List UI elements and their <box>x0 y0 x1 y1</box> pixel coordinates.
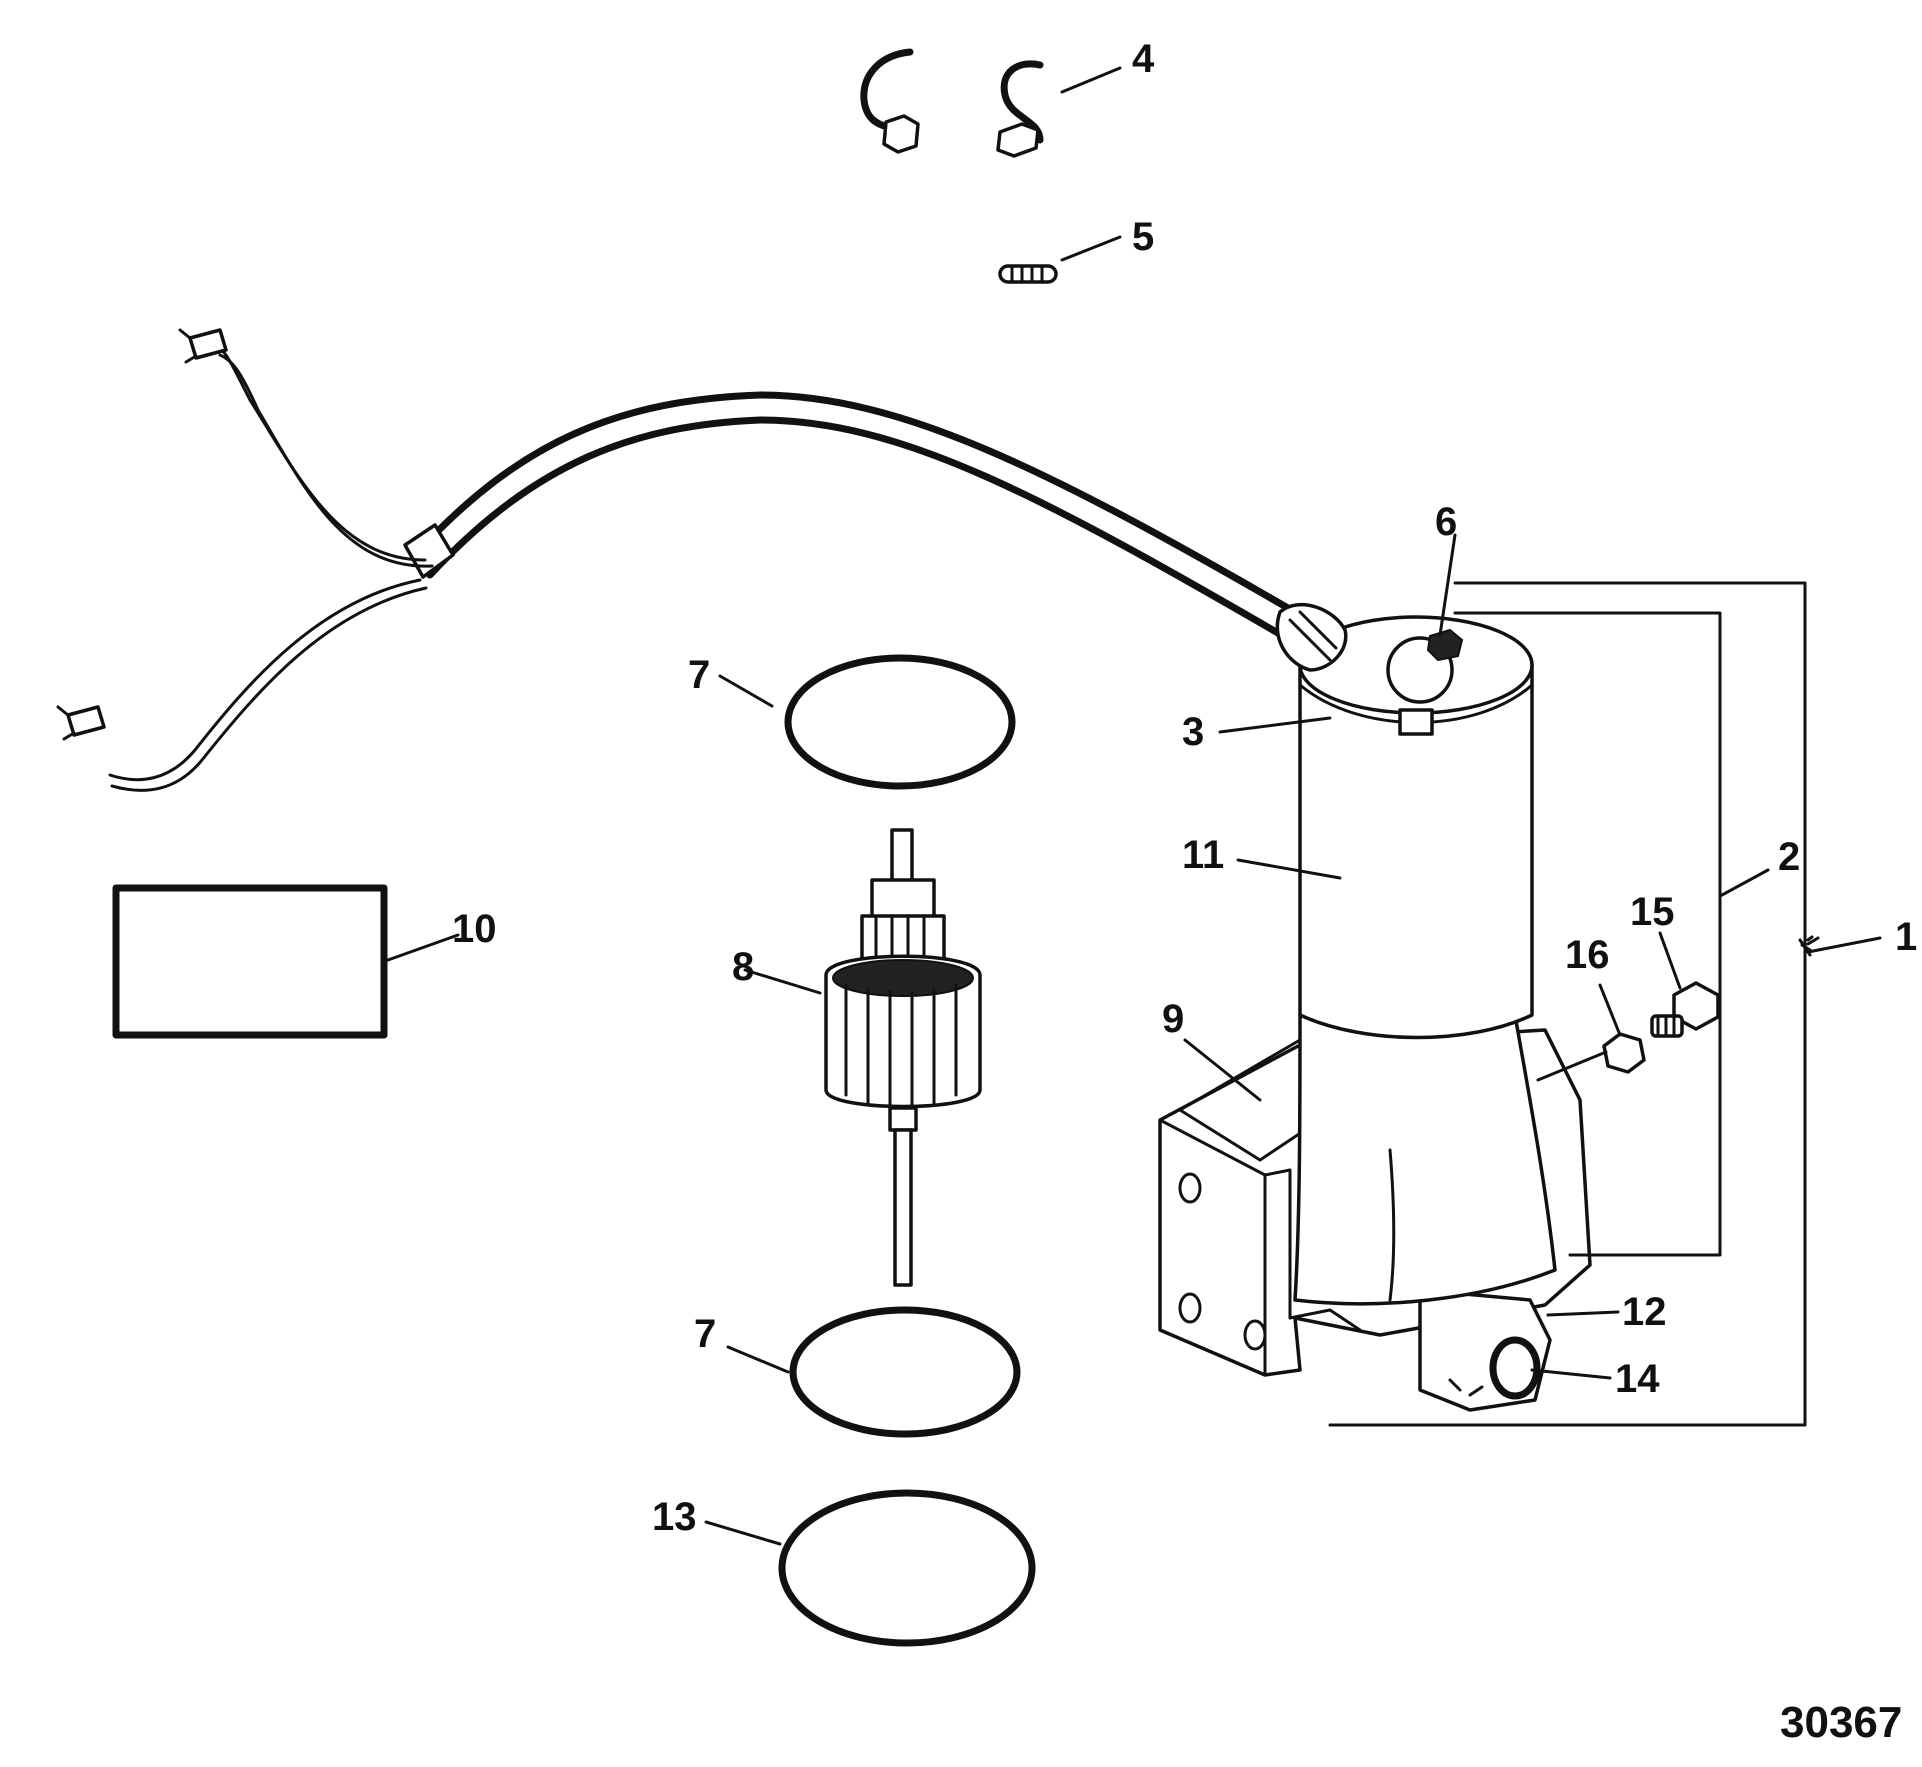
callout-5: 5 <box>1132 215 1154 259</box>
callout-11: 11 <box>1182 833 1224 877</box>
part-o-ring-bottom <box>789 1306 1021 1438</box>
part-brush-leads <box>860 48 1044 158</box>
leader-lines <box>386 66 1882 1546</box>
figure-number: 30367 <box>1780 1698 1902 1747</box>
part-o-ring-top <box>784 654 1016 790</box>
bracket-assembly-1 <box>1328 581 1807 1427</box>
part-armature <box>824 828 982 1287</box>
callout-14: 14 <box>1615 1357 1660 1401</box>
callout-4: 4 <box>1132 37 1155 81</box>
callout-7-top: 7 <box>688 653 710 697</box>
callout-3: 3 <box>1182 710 1204 754</box>
callout-9: 9 <box>1162 997 1184 1041</box>
part-decal <box>112 884 388 1039</box>
part-bolt <box>1650 981 1720 1038</box>
callout-12: 12 <box>1622 1290 1667 1334</box>
part-motor-assembly <box>1158 602 1592 1412</box>
callout-7-bottom: 7 <box>694 1312 716 1356</box>
part-wire-harness <box>56 328 1304 792</box>
callout-8: 8 <box>732 945 754 989</box>
callout-6: 6 <box>1435 500 1457 544</box>
callout-10: 10 <box>452 907 497 951</box>
part-large-o-ring <box>778 1489 1036 1647</box>
callout-15: 15 <box>1630 890 1675 934</box>
callout-1: 1 <box>1895 915 1917 959</box>
callout-2: 2 <box>1778 835 1800 879</box>
part-nut <box>1602 1032 1646 1074</box>
callout-16: 16 <box>1565 933 1610 977</box>
callout-13: 13 <box>652 1495 697 1539</box>
bracket-assembly-2 <box>1453 611 1722 1257</box>
part-spring <box>998 264 1058 284</box>
